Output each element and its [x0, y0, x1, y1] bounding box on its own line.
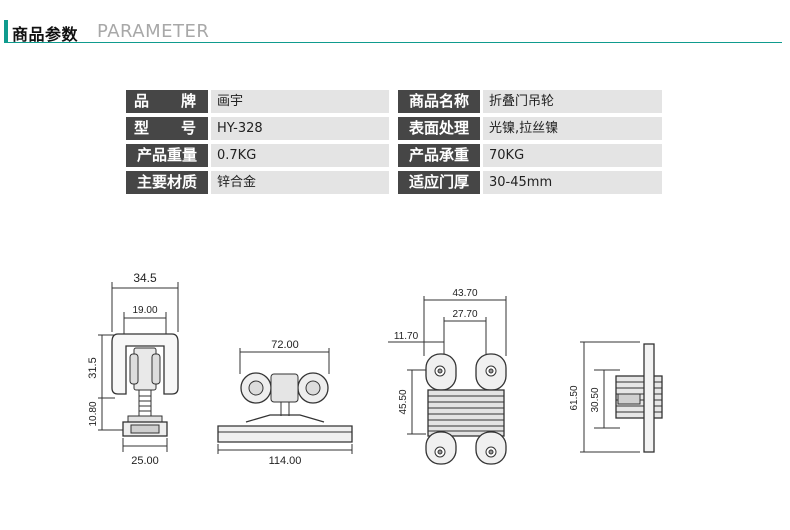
param-value: 光镍,拉丝镍	[483, 117, 662, 140]
dim-label: 43.70	[452, 288, 477, 299]
parameter-table: 品 牌 画宇 商品名称 折叠门吊轮 型 号 HY-328 表面处理 光镍,拉丝镍…	[126, 90, 662, 198]
param-label: 主要材质	[126, 171, 208, 194]
header-divider	[4, 42, 782, 43]
param-label: 产品重量	[126, 144, 208, 167]
section-title-cn: 商品参数	[12, 25, 79, 44]
header-accent-bar	[4, 20, 8, 42]
dim-label: 11.70	[394, 331, 419, 342]
param-value: 70KG	[483, 144, 662, 167]
param-label: 商品名称	[398, 90, 480, 113]
dim-label: 45.50	[398, 389, 409, 414]
section-header: 商品参数 PARAMETER	[0, 0, 790, 46]
param-row: 型 号 HY-328 表面处理 光镍,拉丝镍	[126, 117, 662, 140]
param-row: 产品重量 0.7KG 产品承重 70KG	[126, 144, 662, 167]
param-row: 主要材质 锌合金 适应门厚 30-45mm	[126, 171, 662, 194]
param-label: 适应门厚	[398, 171, 480, 194]
param-value: 30-45mm	[483, 171, 662, 194]
param-label: 表面处理	[398, 117, 480, 140]
param-value: 画宇	[211, 90, 389, 113]
dim-label: 61.50	[569, 385, 580, 410]
param-label: 品 牌	[126, 90, 208, 113]
dim-label: 25.00	[131, 455, 159, 467]
dim-label: 10.80	[88, 401, 99, 426]
param-value: 锌合金	[211, 171, 389, 194]
side-view-drawing	[217, 348, 353, 454]
dim-label: 114.00	[269, 455, 302, 467]
hinge-side-drawing	[580, 341, 663, 453]
dim-label: 19.00	[132, 305, 157, 316]
dim-label: 30.50	[590, 387, 601, 412]
dim-label: 31.5	[87, 357, 99, 378]
technical-drawings: 34.5 19.00 31.5 10.80 25.00 72.00 114.00…	[87, 271, 663, 467]
dim-label: 72.00	[271, 339, 299, 351]
param-label: 型 号	[126, 117, 208, 140]
hinge-front-drawing	[388, 296, 507, 465]
param-value: HY-328	[211, 117, 389, 140]
dim-label: 27.70	[452, 309, 477, 320]
param-label: 产品承重	[398, 144, 480, 167]
section-title-en: PARAMETER	[97, 21, 210, 42]
front-view-drawing	[98, 282, 179, 452]
dim-label: 34.5	[133, 271, 157, 285]
param-value: 0.7KG	[211, 144, 389, 167]
param-row: 品 牌 画宇 商品名称 折叠门吊轮	[126, 90, 662, 113]
param-value: 折叠门吊轮	[483, 90, 662, 113]
